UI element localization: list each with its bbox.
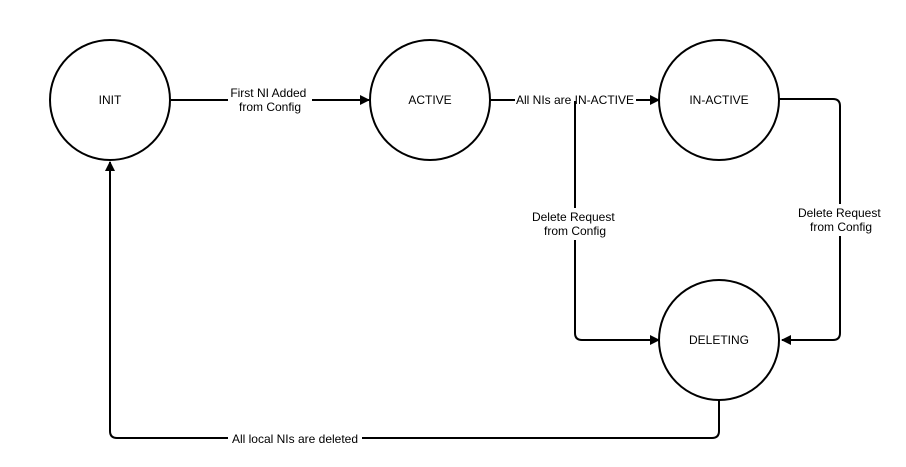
edge-label-line: Delete Request: [532, 210, 615, 224]
state-active-circle: [369, 39, 491, 161]
state-deleting-label: DELETING: [689, 333, 749, 347]
edge-active-to-deleting-line: [574, 101, 660, 345]
edge-label-line: from Config: [810, 220, 872, 234]
state-init-circle: [49, 39, 171, 161]
edge-active-to-inactive-label: All NIs are IN-ACTIVE: [516, 93, 634, 107]
state-active-label: ACTIVE: [408, 93, 451, 107]
transition-inactive-to-deleting: Delete Request from Config: [778, 98, 886, 345]
edge-label-line: from Config: [544, 224, 606, 238]
edge-label-line: First NI Added: [230, 86, 306, 100]
state-deleting: DELETING: [658, 279, 780, 401]
state-inactive: IN-ACTIVE: [658, 39, 780, 161]
edge-init-to-active-label: First NI Added from Config: [230, 86, 309, 114]
edge-inactive-to-deleting-label: Delete Request from Config: [798, 206, 884, 234]
state-inactive-circle: [658, 39, 780, 161]
state-active: ACTIVE: [369, 39, 491, 161]
edge-deleting-to-init-line: [105, 161, 720, 439]
transition-active-to-inactive: All NIs are IN-ACTIVE: [489, 92, 660, 108]
state-init: INIT: [49, 39, 171, 161]
state-inactive-label: IN-ACTIVE: [689, 93, 748, 107]
transition-deleting-to-init: All local NIs are deleted: [105, 161, 720, 447]
state-init-label: INIT: [99, 93, 122, 107]
edge-label-line: from Config: [239, 100, 301, 114]
edge-active-to-deleting-label: Delete Request from Config: [532, 210, 618, 238]
edge-label-line: Delete Request: [798, 206, 881, 220]
edge-deleting-to-init-label: All local NIs are deleted: [232, 432, 358, 446]
state-deleting-circle: [658, 279, 780, 401]
transition-active-to-deleting: Delete Request from Config: [530, 101, 660, 345]
transition-init-to-active: First NI Added from Config: [171, 84, 370, 116]
